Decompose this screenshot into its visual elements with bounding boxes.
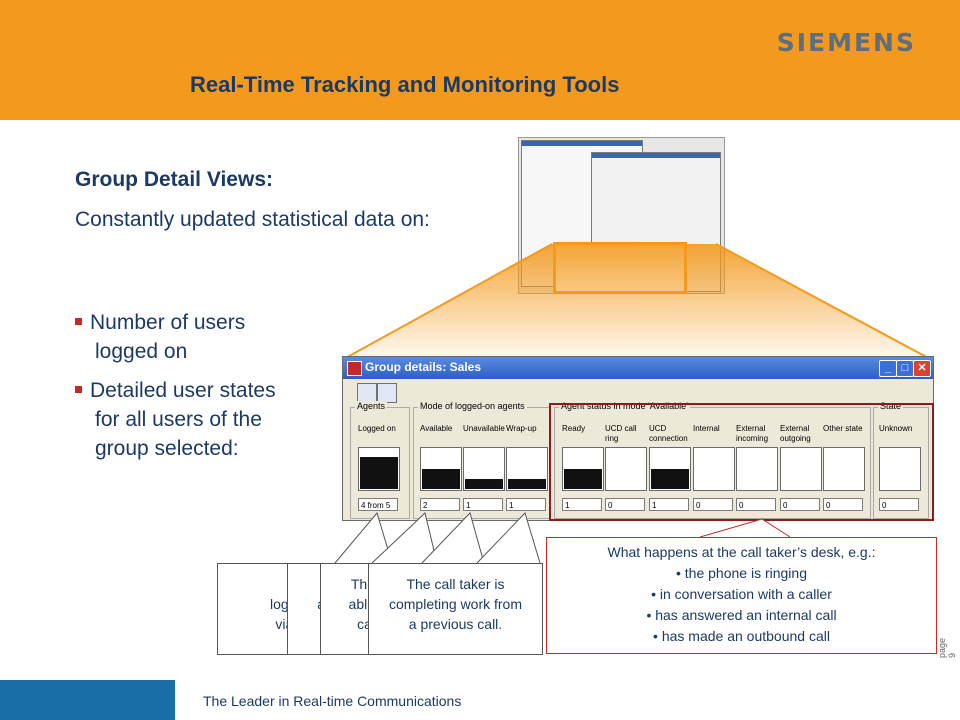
count-field: 1 <box>506 498 546 511</box>
status-group-label: Agent status in mode 'Available' <box>559 401 690 411</box>
minimize-button[interactable]: _ <box>879 360 897 377</box>
gauge-fill <box>422 469 460 489</box>
status-gauge <box>736 447 778 491</box>
status-gauge <box>780 447 822 491</box>
column-label: Available <box>420 424 453 433</box>
count-field: 0 <box>879 498 919 511</box>
status-gauge <box>463 447 505 491</box>
count-field: 2 <box>420 498 460 511</box>
count-field: 4 from 5 <box>358 498 398 511</box>
gauge-fill <box>564 469 602 489</box>
state-group-label: State <box>878 401 904 411</box>
gauge-fill <box>360 457 398 489</box>
app-icon <box>347 361 362 376</box>
bullet-text: for all users of the <box>95 408 262 431</box>
count-field: 1 <box>463 498 503 511</box>
column-label: External incoming <box>736 424 769 443</box>
header-banner <box>0 0 960 120</box>
close-button[interactable]: ✕ <box>913 360 931 377</box>
bullet-text: group selected: <box>95 437 239 460</box>
column-label: Ready <box>562 424 586 433</box>
status-highlight-frame <box>549 403 934 521</box>
status-gauge <box>693 447 735 491</box>
bullet-text: logged on <box>95 340 188 363</box>
footer-block <box>0 680 175 720</box>
footer-text: The Leader in Real-time Communications <box>203 693 462 709</box>
status-group <box>554 407 871 519</box>
callout-agent-status: What happens at the call taker’s desk, e… <box>546 537 937 654</box>
column-label: Wrap-up <box>506 424 537 433</box>
status-gauge <box>420 447 462 491</box>
bullet-text: Detailed user states <box>90 379 276 402</box>
bullet-text: Number of users <box>90 311 246 334</box>
status-gauge <box>605 447 647 491</box>
column-label: External outgoing <box>780 424 811 443</box>
mode-group-label: Mode of logged-on agents <box>418 401 527 411</box>
status-gauge <box>823 447 865 491</box>
bullet-user-states: Detailed user states for all users of th… <box>75 376 276 463</box>
column-label: Unknown <box>879 424 913 433</box>
count-field: 0 <box>780 498 820 511</box>
status-gauge <box>562 447 604 491</box>
maximize-button[interactable]: □ <box>896 360 914 377</box>
section-heading: Group Detail Views: <box>75 168 273 191</box>
count-field: 1 <box>649 498 689 511</box>
status-gauge <box>506 447 548 491</box>
siemens-logo: SIEMENS <box>776 28 916 57</box>
page-title: Real-Time Tracking and Monitoring Tools <box>190 72 620 97</box>
column-label: Unavailable <box>463 424 505 433</box>
column-label: Other state <box>823 424 863 433</box>
gauge-fill <box>465 479 503 489</box>
count-field: 0 <box>736 498 776 511</box>
status-gauge <box>879 447 921 491</box>
gauge-fill <box>508 479 546 489</box>
count-field: 0 <box>693 498 733 511</box>
callout-item: • has answered an internal call <box>646 607 837 623</box>
group-details-window: Group details: Sales _ □ ✕ Agents Mode o… <box>342 356 934 521</box>
column-label: Logged on <box>358 424 396 433</box>
page-number: page 9 <box>937 637 957 658</box>
window-titlebar: Group details: Sales _ □ ✕ <box>343 357 933 379</box>
count-field: 1 <box>562 498 602 511</box>
column-label: UCD connection <box>649 424 688 443</box>
callout-item: • the phone is ringing <box>676 565 807 581</box>
bullet-square-icon <box>75 317 82 325</box>
callout-item: • in conversation with a caller <box>651 586 832 602</box>
agents-group-label: Agents <box>355 401 388 411</box>
gauge-fill <box>651 469 689 489</box>
status-gauge <box>358 447 400 491</box>
column-label: Internal <box>693 424 720 433</box>
callout-item: • has made an outbound call <box>653 628 830 644</box>
window-title: Group details: Sales <box>365 360 482 374</box>
bullet-users-logged-on: Number of users logged on <box>75 308 245 366</box>
bullet-square-icon <box>75 385 82 393</box>
count-field: 0 <box>823 498 863 511</box>
status-gauge <box>649 447 691 491</box>
intro-text: Constantly updated statistical data on: <box>75 208 430 231</box>
column-label: UCD call ring <box>605 424 637 443</box>
callout-title: What happens at the call taker’s desk, e… <box>607 544 876 560</box>
count-field: 0 <box>605 498 645 511</box>
